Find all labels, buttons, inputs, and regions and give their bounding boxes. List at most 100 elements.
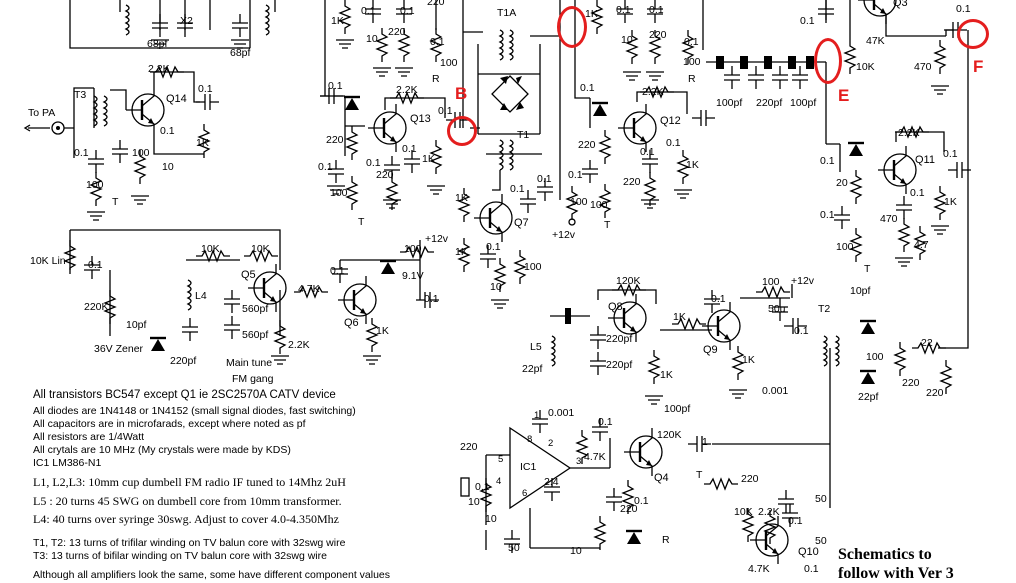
label-q11-2k2: 2.2K [898,127,920,139]
label-t3: T3 [74,89,86,101]
label-q14-10: 10 [162,161,174,173]
label-q3-c: 0.1 [956,3,971,15]
marker-e-label: E [838,86,850,105]
label-9v1: 9.1V [402,270,424,282]
note-line-5: All crytals are 10 MHz (My crystals were… [33,444,291,456]
label-q11-c3: 0.1 [910,187,925,199]
label-au-50b: 50 [815,493,827,505]
label-vfo-c3: 0.1 [424,293,439,305]
label-10k-lin: 10K Lin [30,255,66,267]
label-bfo-c1: 0.1 [711,293,726,305]
label-au-220c: 220 [741,473,759,485]
top-bias-network: 1K 0.1 0.1 10 220 220 0.1 100 R [331,0,458,85]
label-bfo-220pf-2: 220pf [606,359,632,371]
marker-a-circle [557,6,587,48]
label-au-220: 220 [460,441,478,453]
label-q13-1k: 1K [422,153,435,165]
label-t1a: T1A [497,7,516,19]
label-r-3: R [662,534,670,546]
label-au-c3: 0.1 [634,495,649,507]
note-line-2: All diodes are 1N4148 or 1N4152 (small s… [33,405,356,417]
output-stage-q14: To PA T3 0.1 Q14 2.2K 0.1 1K 10 100 0.1 … [23,63,220,221]
label-q7-c2: 0.1 [537,173,552,185]
note-line-9: L4: 40 turns over syringe 30swg. Adjust … [33,512,339,526]
label-t3-100: 100 [86,179,104,191]
marker-f-circle [957,19,989,49]
label-q7-100: 100 [524,261,542,273]
label-au-10c: 10 [570,545,582,557]
label-vfo-10pf: 10pf [126,319,147,331]
label-q14-c2: 0.1 [160,125,175,137]
label-ic1-pin4: 4 [496,476,501,487]
label-tmr-c1: 0.1 [616,4,631,16]
label-vfo-2k2: 2.2K [288,339,310,351]
label-bfo-1k-c: 1K [742,354,755,366]
marker-f-label: F [973,57,984,76]
label-t-5: T [696,469,703,481]
label-q11-1k: 1K [944,196,957,208]
label-ic1-pin5: 5 [498,454,503,465]
label-q5: Q5 [241,269,256,281]
label-q12: Q12 [660,115,681,127]
label-au-50c: 50 [815,535,827,547]
label-au-120k: 120K [657,429,682,441]
label-vfo-10k-2: 10K [251,243,270,255]
audio-section: IC1 1 8 5 4 3 6 2 0.001 220 10 0.1 10 50… [460,348,831,575]
label-bfo-22pf-b: 22pf [858,391,879,403]
label-q13-c4: 0.1 [402,143,417,155]
label-bfo-c001: 0.001 [762,385,788,397]
crystal-ladder-filter: 100pf 220pf 100pf 0.1 [706,0,835,144]
label-q13-220b: 220 [376,169,394,181]
label-ic1-pin3: 3 [576,456,581,467]
label-tmr-c2: 0.1 [649,4,664,16]
schematics-footer: Schematics to follow with Ver 3 [838,545,954,583]
amplifier-q13: 0.1 Q13 2.2K 220 0.1 100 T 0.1 220 0.1 1… [318,0,470,228]
vfo-section: 10K Lin 0.1 220K 10pf 36V Zener 220pf L4… [30,229,449,385]
label-q7-12v: +12v [552,229,576,241]
label-xf-220pf: 220pf [756,97,782,109]
label-q7-c3: 0.1 [510,183,525,195]
label-q7-10: 10 [490,281,502,293]
label-au-10b: 10 [485,513,497,525]
note-line-7: L1, L2,L3: 10mm cup dumbell FM radio IF … [33,475,346,489]
label-q6: Q6 [344,317,359,329]
marker-b-circle [447,116,477,146]
top-mid-right-network: 1K 0.1 0.1 10 220 0.1 100 R [585,0,701,85]
label-q13: Q13 [410,113,431,125]
label-vfo-47k: 4.7K [298,283,320,295]
label-ic1-pin6: 6 [522,488,527,499]
label-q13-c2: 0.1 [318,161,333,173]
label-au-1: 1 [702,436,708,448]
label-top-c2: 0.1 [400,5,415,17]
label-q3-10k: 10K [856,61,875,73]
label-au-100pf: 100pf [664,403,690,415]
label-q14-1k: 1K [196,137,209,149]
label-bfo-22pf: 22pf [522,363,543,375]
label-bfo-100: 100 [762,276,780,288]
label-top-c1: 0.1 [361,5,376,17]
label-t-4: T [864,263,871,275]
label-vfo-560pf-1: 560pf [242,303,268,315]
label-q11-20: 20 [836,177,848,189]
label-q14-2k2: 2.2K [148,63,170,75]
note-line-8: L5 : 20 turns 45 SWG on dumbell core fro… [33,494,342,508]
ring-mixer: T1A T1 [462,0,561,200]
label-au-c4: 0.1 [788,515,803,527]
label-q8: Q8 [608,301,623,313]
label-xf-100pf-b: 100pf [790,97,816,109]
label-bfo-12v: +12v [791,275,815,287]
amplifier-q3: Q3 47K 10K 470 0.1 [844,0,971,349]
label-q7: Q7 [514,217,529,229]
label-68pf-2: 68pf [230,47,251,59]
label-t-2: T [358,216,365,228]
label-tmr-100: 100 [683,56,701,68]
label-q11: Q11 [915,154,935,166]
label-36v-zener: 36V Zener [94,343,144,355]
label-q7-100b: 100 [570,196,588,208]
label-ic1-pin8: 8 [527,434,532,445]
label-ic1-pin1: 1 [534,410,539,421]
label-q7-1k: 1K [455,192,468,204]
label-q12-c4: 0.1 [666,137,681,149]
label-top-100: 100 [440,57,458,69]
label-au-47k-b: 4.7K [748,563,770,575]
